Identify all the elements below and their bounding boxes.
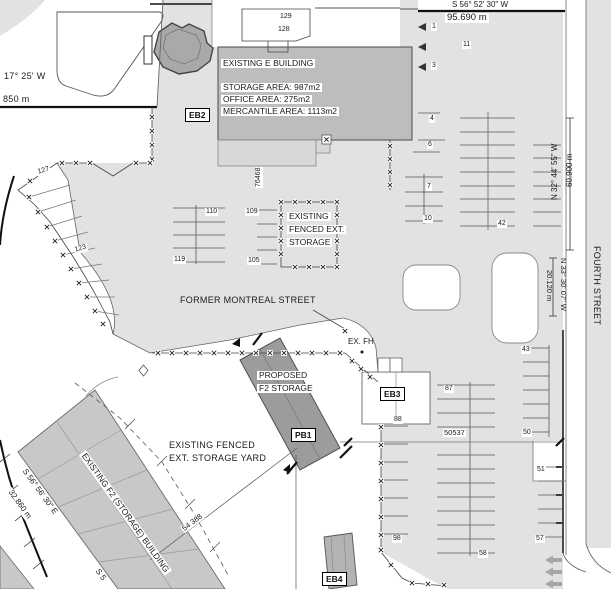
e-building-annex <box>143 22 214 75</box>
storage-yard-line2: EXT. STORAGE YARD <box>169 453 267 463</box>
e-building-office-area: OFFICE AREA: 275m2 <box>221 94 312 105</box>
north-bearing-label: S 56° 52' 30" W <box>452 0 509 9</box>
fenced-storage-line2: FENCED EXT. <box>287 224 347 235</box>
fourth-street-label: FOURTH STREET <box>592 246 602 326</box>
marker-number-3: 3 <box>431 62 437 70</box>
stall-number-98: 98 <box>392 535 402 543</box>
stall-number-11: 11 <box>462 41 472 49</box>
corner-patch <box>0 0 45 36</box>
drive-aisle-arrows <box>545 555 562 589</box>
stall-number-7: 7 <box>426 183 432 191</box>
stall-number-87: 87 <box>444 385 454 393</box>
east-length-lower-label: 20.120 m <box>545 270 554 302</box>
stall-number-58: 58 <box>478 550 488 558</box>
eb2-tag: EB2 <box>185 108 210 122</box>
east-bearing-lower-label: N 33° 30' 07" W <box>559 258 568 311</box>
east-margin <box>586 0 611 548</box>
former-montreal-street-label: FORMER MONTREAL STREET <box>180 295 316 305</box>
stall-number-43: 43 <box>521 346 531 354</box>
stall-number-10: 10 <box>423 215 433 223</box>
eb3-tag: EB3 <box>380 387 405 401</box>
stall-number-88: 88 <box>393 416 403 424</box>
stall-number-6: 6 <box>427 141 433 149</box>
dimension-lines <box>85 134 565 589</box>
pb1-tag: PB1 <box>291 428 316 442</box>
marker-number-1: 1 <box>431 23 437 31</box>
fenced-storage-line1: EXISTING <box>287 211 331 222</box>
e-building-mercantile-area: MERCANTILE AREA: 1113m2 <box>221 106 340 117</box>
west-bearing-label: 17° 25' W <box>2 71 48 82</box>
marker-arrows <box>418 23 426 71</box>
existing-fire-hydrant-label: EX. FH <box>348 337 374 346</box>
e-building-title: EXISTING E BUILDING <box>221 58 316 69</box>
north-length-label: 95.690 m <box>445 12 489 24</box>
stall-number-50: 50 <box>522 429 532 437</box>
storage-yard-line1: EXISTING FENCED <box>169 440 256 450</box>
stall-number-129: 129 <box>279 13 293 21</box>
west-length-label: 850 m <box>1 94 32 105</box>
stall-number-57: 57 <box>535 535 545 543</box>
fenced-storage-line3: STORAGE <box>287 237 333 248</box>
dimension-50537: 50537 <box>443 428 466 438</box>
dimension-76468: 76468 <box>255 166 263 188</box>
east-length-upper-label: 60.900 m <box>565 153 574 187</box>
eb4-tag: EB4 <box>322 572 347 586</box>
east-bearing-upper-label: N 32° 44' 55" W <box>550 143 559 200</box>
stall-number-51: 51 <box>536 466 546 474</box>
curb-islands <box>402 252 539 344</box>
e-building-storage-area: STORAGE AREA: 987m2 <box>221 82 323 93</box>
stall-number-119: 119 <box>173 256 187 264</box>
stall-number-128: 128 <box>277 26 291 34</box>
stall-number-105: 105 <box>247 257 261 265</box>
parking-rows <box>173 112 566 556</box>
proposed-building-line1: PROPOSED <box>257 370 310 381</box>
stall-number-110: 110 <box>205 208 219 216</box>
proposed-building-line2: F2 STORAGE <box>257 383 315 394</box>
stall-number-109: 109 <box>245 208 259 216</box>
stall-number-4: 4 <box>429 115 435 123</box>
stall-number-42: 42 <box>497 220 507 228</box>
